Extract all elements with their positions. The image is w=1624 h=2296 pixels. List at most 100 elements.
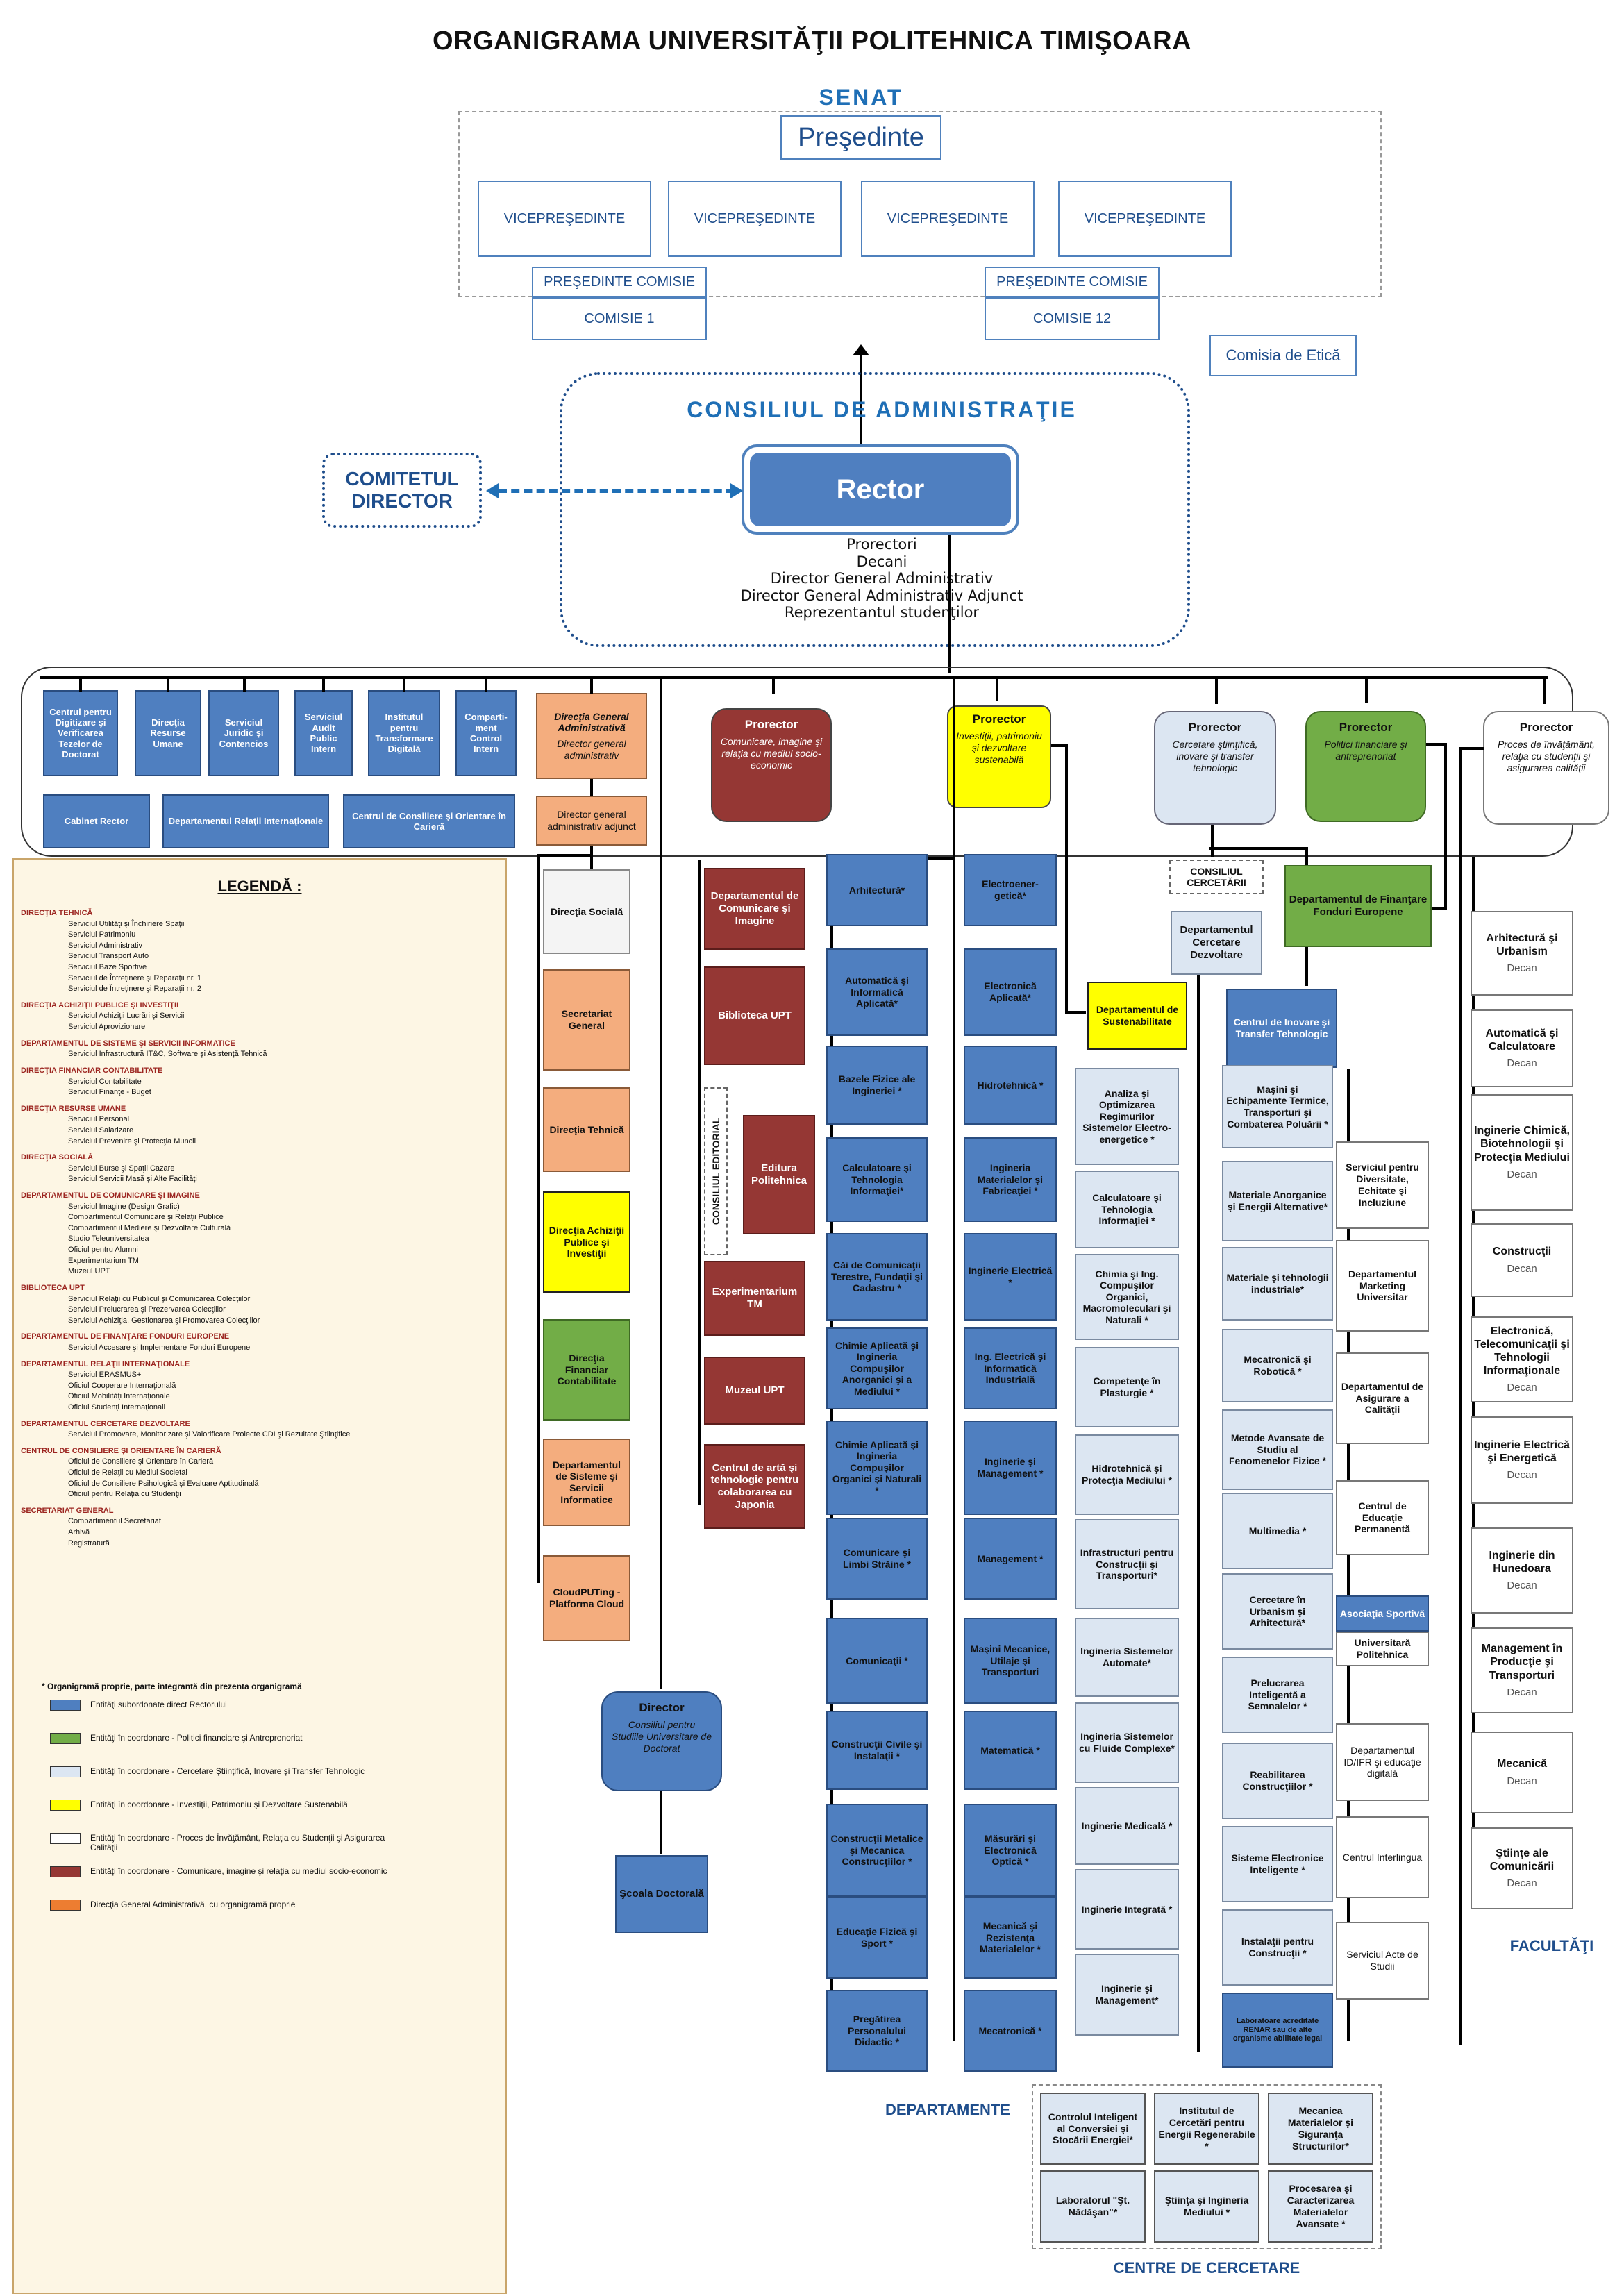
dga-unit[interactable]: CloudPUTing - Platforma Cloud — [543, 1555, 630, 1641]
department[interactable]: Management * — [964, 1518, 1057, 1600]
department[interactable]: Bazele Fizice ale Ingineriei * — [826, 1046, 928, 1125]
rector-unit[interactable]: Centrul pentru Digitizare şi Verificarea… — [43, 690, 118, 776]
research-center[interactable]: Chimia şi Ing. Compuşilor Organici, Macr… — [1075, 1254, 1179, 1340]
consiliul-editorial[interactable]: CONSILIUL EDITORIAL — [704, 1087, 728, 1255]
student-service[interactable]: Asociaţia Sportivă — [1336, 1595, 1429, 1632]
comm-unit[interactable]: Muzeul UPT — [704, 1357, 805, 1425]
student-service[interactable]: Departamentul Marketing Universitar — [1336, 1240, 1429, 1332]
department[interactable]: Pregătirea Personalului Didactic * — [826, 1990, 928, 2072]
department[interactable]: Ing. Electrică şi Informatică Industrial… — [964, 1327, 1057, 1409]
comm-unit[interactable]: Departamentul de Comunicare şi Imagine — [704, 868, 805, 950]
rector-unit[interactable]: Serviciul Juridic şi Contencios — [208, 690, 279, 776]
vicepresedinte-1[interactable]: VICEPREŞEDINTE — [478, 181, 651, 257]
research-center[interactable]: Ingineria Sistemelor Automate* — [1075, 1618, 1179, 1697]
department[interactable]: Hidrotehnică * — [964, 1046, 1057, 1125]
dga-unit[interactable]: Direcţia Tehnică — [543, 1087, 630, 1172]
research-center[interactable]: Ingineria Sistemelor cu Fluide Complexe* — [1075, 1702, 1179, 1783]
rector-unit[interactable]: Departamentul Relaţii Internaţionale — [162, 794, 329, 848]
comm-unit[interactable]: Centrul de artă şi tehnologie pentru col… — [704, 1444, 805, 1529]
dga-unit[interactable]: Direcţia Socială — [543, 869, 630, 954]
scoala-doctorala[interactable]: Şcoala Doctorală — [615, 1855, 708, 1933]
student-service[interactable]: Universitară Politehnica — [1336, 1632, 1429, 1666]
department[interactable]: Inginerie şi Management * — [964, 1421, 1057, 1515]
rector-box[interactable]: Rector — [742, 444, 1019, 535]
rector-unit[interactable]: Serviciul Audit Public Intern — [294, 690, 353, 776]
department[interactable]: Calculatoare şi Tehnologia Informaţiei* — [826, 1137, 928, 1222]
student-service[interactable]: Serviciul Acte de Studii — [1336, 1922, 1429, 2000]
department[interactable]: Comunicare şi Limbi Străine * — [826, 1518, 928, 1600]
comitetul-director[interactable]: COMITETUL DIRECTOR — [322, 453, 482, 528]
comisie-12[interactable]: COMISIE 12 — [985, 297, 1160, 340]
department[interactable]: Mecanică şi Rezistenţa Materialelor * — [964, 1897, 1057, 1979]
department[interactable]: Chimie Aplicată şi Ingineria Compuşilor … — [826, 1327, 928, 1409]
vicepresedinte-3[interactable]: VICEPREŞEDINTE — [861, 181, 1035, 257]
prorector-communication[interactable]: Prorector Comunicare, imagine şi relaţia… — [711, 708, 832, 822]
research-center[interactable]: Instalaţii pentru Construcţii * — [1222, 1909, 1333, 1986]
dga-box[interactable]: Direcţia General Administrativă Director… — [536, 693, 647, 779]
research-centre[interactable]: Ştiinţa şi Ingineria Mediului * — [1154, 2170, 1259, 2243]
student-service[interactable]: Centrul de Educaţie Permanentă — [1336, 1480, 1429, 1555]
research-center[interactable]: Infrastructuri pentru Construcţii şi Tra… — [1075, 1519, 1179, 1609]
department[interactable]: Mecatronică * — [964, 1990, 1057, 2072]
department[interactable]: Ingineria Materialelor şi Fabricaţiei * — [964, 1137, 1057, 1222]
comm-unit[interactable]: Experimentarium TM — [704, 1261, 805, 1336]
faculty[interactable]: Electronică, Telecomunicaţii şi Tehnolog… — [1471, 1316, 1573, 1402]
research-centre[interactable]: Laboratorul "Şt. Nădăşan"* — [1040, 2170, 1146, 2243]
research-center[interactable]: Reabilitarea Construcţiilor * — [1222, 1743, 1333, 1819]
dga-unit[interactable]: Secretariat General — [543, 969, 630, 1071]
dga-adjunct[interactable]: Director general administrativ adjunct — [536, 796, 647, 846]
presedinte-comisie-12[interactable]: PREŞEDINTE COMISIE — [985, 267, 1160, 297]
rector-unit[interactable]: Comparti-ment Control Intern — [455, 690, 517, 776]
research-center[interactable]: Cercetare în Urbanism şi Arhitectură* — [1222, 1573, 1333, 1650]
presedinte-comisie-1[interactable]: PREŞEDINTE COMISIE — [532, 267, 707, 297]
prorector-financiar[interactable]: Prorector Politici financiare şi antrepr… — [1305, 711, 1426, 822]
dep-fonduri-europene[interactable]: Departamentul de Finanţare Fonduri Europ… — [1284, 865, 1432, 947]
research-centre[interactable]: Mecanica Materialelor şi Siguranţa Struc… — [1268, 2093, 1373, 2165]
dga-unit[interactable]: Direcţia Financiar Contabilitate — [543, 1319, 630, 1421]
research-center[interactable]: Multimedia * — [1222, 1493, 1333, 1569]
department[interactable]: Electroener-getică* — [964, 854, 1057, 926]
department[interactable]: Arhitectură* — [826, 854, 928, 926]
research-center[interactable]: Sisteme Electronice Inteligente * — [1222, 1826, 1333, 1902]
centru-inovare[interactable]: Centrul de Inovare şi Transfer Tehnologi… — [1226, 989, 1337, 1068]
department[interactable]: Automatică şi Informatică Aplicată* — [826, 948, 928, 1036]
senat-presedinte[interactable]: Preşedinte — [780, 115, 941, 160]
research-center[interactable]: Inginerie Medicală * — [1075, 1787, 1179, 1865]
comm-unit[interactable]: Biblioteca UPT — [704, 966, 805, 1065]
comisie-1[interactable]: COMISIE 1 — [532, 297, 707, 340]
research-center[interactable]: Competenţe în Plasturgie * — [1075, 1347, 1179, 1427]
rector-unit[interactable]: Direcţia Resurse Umane — [135, 690, 201, 776]
research-center[interactable]: Inginerie şi Management* — [1075, 1954, 1179, 2036]
department[interactable]: Inginerie Electrică * — [964, 1233, 1057, 1321]
director-sd[interactable]: Director Consiliul pentru Studiile Unive… — [601, 1691, 722, 1791]
research-center[interactable]: Materiale Anorganice şi Energii Alternat… — [1222, 1161, 1333, 1241]
dep-sustenabilitate[interactable]: Departamentul de Sustenabilitate — [1087, 982, 1187, 1050]
research-centre[interactable]: Controlul Inteligent al Conversiei şi St… — [1040, 2093, 1146, 2165]
research-center[interactable]: Mecatronică şi Robotică * — [1222, 1329, 1333, 1402]
research-center[interactable]: Analiza şi Optimizarea Regimurilor Siste… — [1075, 1068, 1179, 1165]
faculty[interactable]: Inginerie Chimică, Biotehnologii şi Prot… — [1471, 1094, 1573, 1211]
research-center[interactable]: Inginerie Integrată * — [1075, 1869, 1179, 1950]
rector-unit[interactable]: Cabinet Rector — [43, 794, 150, 848]
department[interactable]: Electronică Aplicată* — [964, 948, 1057, 1036]
prorector-investitii[interactable]: Prorector Investiţii, patrimoniu şi dezv… — [947, 705, 1051, 808]
comisia-de-etica[interactable]: Comisia de Etică — [1209, 335, 1357, 376]
department[interactable]: Construcţii Civile şi Instalaţii * — [826, 1711, 928, 1790]
department[interactable]: Educaţie Fizică şi Sport * — [826, 1897, 928, 1979]
department[interactable]: Căi de Comunicaţii Terestre, Fundaţii şi… — [826, 1233, 928, 1321]
research-center[interactable]: Laboratoare acreditate RENAR sau de alte… — [1222, 1993, 1333, 2068]
consiliul-cercetarii[interactable]: CONSILIUL CERCETĂRII — [1169, 860, 1264, 894]
student-service[interactable]: Centrul Interlingua — [1336, 1816, 1429, 1898]
vicepresedinte-4[interactable]: VICEPREŞEDINTE — [1058, 181, 1232, 257]
department[interactable]: Chimie Aplicată şi Ingineria Compuşilor … — [826, 1421, 928, 1515]
department[interactable]: Comunicaţii * — [826, 1618, 928, 1704]
student-service[interactable]: Departamentul de Asigurare a Calităţii — [1336, 1352, 1429, 1444]
research-center[interactable]: Maşini şi Echipamente Termice, Transport… — [1222, 1065, 1333, 1148]
department[interactable]: Construcţii Metalice şi Mecanica Constru… — [826, 1804, 928, 1897]
